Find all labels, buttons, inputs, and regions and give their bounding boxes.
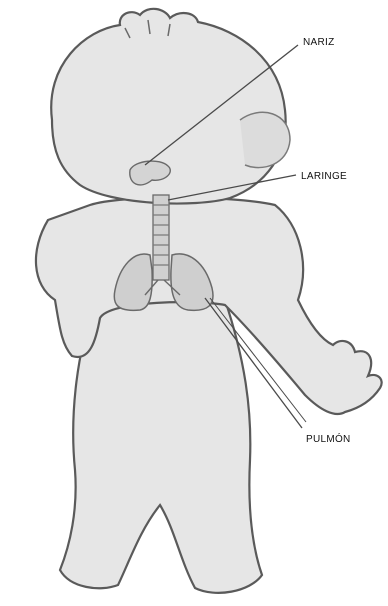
nose-label: NARIZ bbox=[303, 37, 335, 48]
ear bbox=[240, 112, 290, 167]
trachea bbox=[153, 195, 169, 280]
larynx-label: LARINGE bbox=[301, 171, 347, 182]
lung-label: PULMÓN bbox=[306, 434, 351, 445]
